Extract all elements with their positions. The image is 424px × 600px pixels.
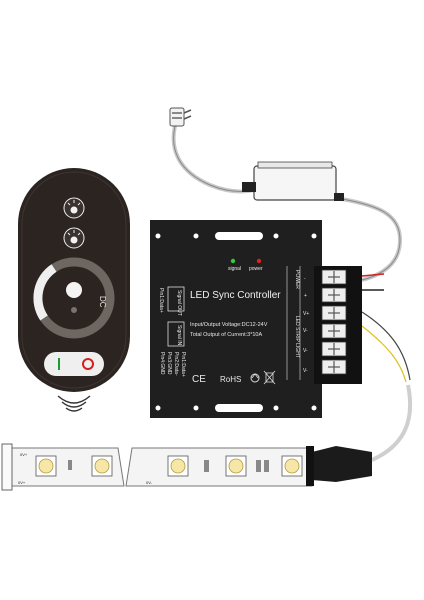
remote-logo: DC bbox=[98, 296, 107, 308]
svg-text:+: + bbox=[304, 293, 307, 299]
svg-text:Pin1:Data+: Pin1:Data+ bbox=[180, 352, 186, 377]
power-led bbox=[256, 258, 262, 264]
led-chip bbox=[281, 455, 303, 477]
power-adapter bbox=[242, 161, 344, 201]
recycle-icon bbox=[250, 373, 260, 383]
signal-in-port: Signal IN bbox=[167, 321, 185, 347]
power-label: power bbox=[249, 266, 263, 272]
svg-text:V-: V- bbox=[303, 348, 308, 354]
touch-remote: DC bbox=[18, 168, 130, 392]
svg-text:Signal IN: Signal IN bbox=[176, 325, 182, 346]
rohs-mark: RoHS bbox=[220, 375, 241, 384]
led-chip bbox=[91, 455, 113, 477]
spec-total-current: Total Output of Current:3*10A bbox=[190, 332, 262, 338]
plug-icon bbox=[169, 107, 192, 127]
terminal-labels: - + V+ V- V- V- bbox=[303, 276, 309, 374]
svg-text:Pin2:Data-: Pin2:Data- bbox=[173, 352, 179, 376]
led-strip: 0V+ 0V- 0V+ bbox=[1, 443, 372, 491]
ce-mark: CE bbox=[192, 374, 206, 385]
led-chip bbox=[225, 455, 247, 477]
pin-label-out: Pin1:Data+ bbox=[158, 288, 164, 313]
signal-led bbox=[230, 258, 236, 264]
signal-label: signal bbox=[228, 266, 241, 272]
svg-text:V+: V+ bbox=[303, 311, 309, 317]
pad-label: 0V+ bbox=[20, 452, 28, 457]
brightness-up-icon[interactable] bbox=[63, 197, 85, 219]
pin-labels: Pin1:Data+ Pin2:Data- Pin3:GND Pin4:GND bbox=[159, 352, 186, 377]
wireless-signal-icon bbox=[57, 395, 91, 412]
led-sync-controller: signal power LED Sync Controller Input/O… bbox=[150, 220, 362, 418]
terminal-wires bbox=[361, 273, 413, 462]
led-chip bbox=[167, 455, 189, 477]
svg-text:Pin3:GND: Pin3:GND bbox=[166, 352, 172, 375]
svg-text:Signal OUT: Signal OUT bbox=[176, 290, 182, 316]
svg-text:V-: V- bbox=[303, 328, 308, 334]
pad-label: 0V+ bbox=[18, 480, 26, 485]
weee-bin-icon bbox=[263, 370, 276, 385]
power-toggle-icon[interactable] bbox=[44, 352, 104, 376]
touch-wheel-icon[interactable]: DC bbox=[33, 257, 115, 339]
side-power-label: POWER bbox=[294, 270, 300, 289]
svg-text:Pin4:GND: Pin4:GND bbox=[159, 352, 165, 375]
controller-title: LED Sync Controller bbox=[190, 290, 281, 301]
terminal-block bbox=[314, 266, 362, 384]
svg-text:-: - bbox=[304, 276, 306, 282]
led-chip bbox=[35, 455, 57, 477]
signal-out-port: Signal OUT bbox=[167, 286, 185, 316]
svg-text:V-: V- bbox=[303, 368, 308, 374]
spec-input-voltage: Input/Output Voltage:DC12-24V bbox=[190, 322, 268, 328]
brightness-down-icon[interactable] bbox=[63, 227, 85, 249]
pad-label: 0V- bbox=[146, 480, 153, 485]
side-strip-label: LED STRIP LIGHT bbox=[294, 316, 300, 358]
